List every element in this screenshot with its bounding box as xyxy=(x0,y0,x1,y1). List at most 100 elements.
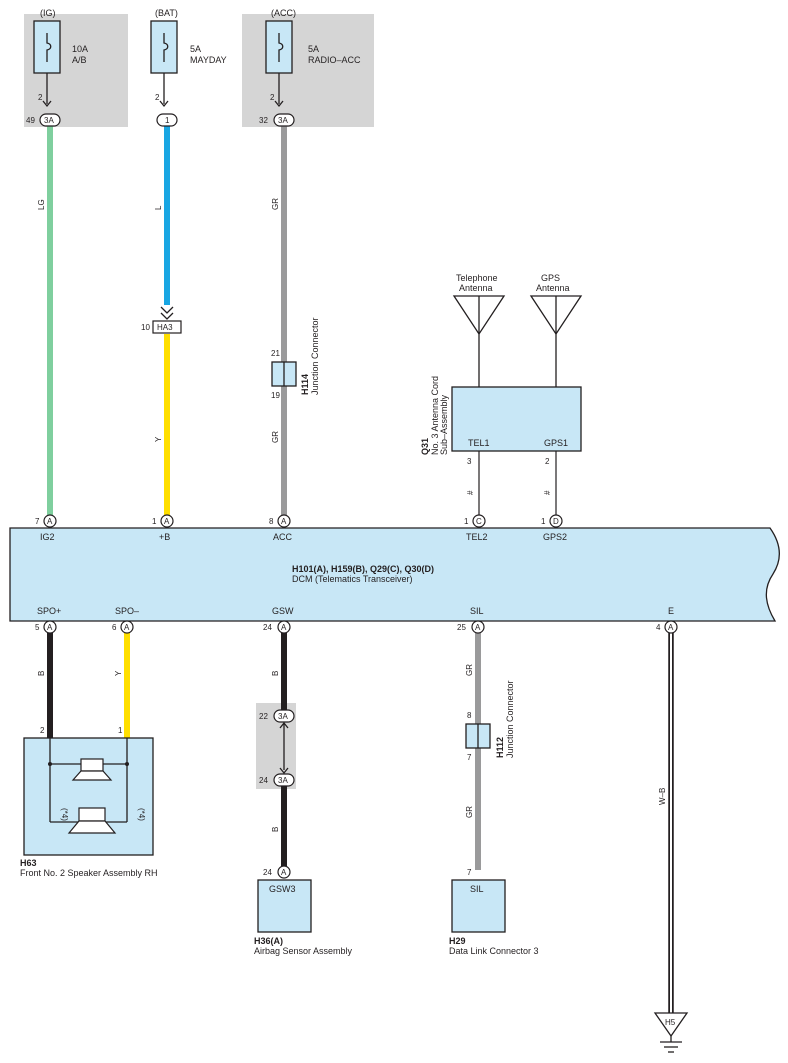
connector-bat-label: 1 xyxy=(165,116,170,125)
h63-pin-left: 2 xyxy=(40,726,45,735)
fuse-ig xyxy=(33,20,61,108)
dcm-bottom-pin-spo-plus-num: 5 xyxy=(35,623,40,632)
wire-label-ig: LG xyxy=(37,199,46,210)
h114-pin-bottom: 19 xyxy=(271,391,280,400)
wire-label-sil2: GR xyxy=(465,806,474,818)
h29-code: H29 xyxy=(449,936,466,946)
h29-data-link-connector xyxy=(451,879,506,933)
dcm-top-pin-b-conn: A xyxy=(164,517,170,526)
h112-pin-bottom: 7 xyxy=(467,753,472,762)
dcm-bottom-pin-spo-minus-conn: A xyxy=(124,623,130,632)
dcm-bottom-pin-e-num: 4 xyxy=(656,623,661,632)
dcm-bottom-pin-gsw-num: 24 xyxy=(263,623,272,632)
dcm-top-pin-tel2-num: 1 xyxy=(464,517,469,526)
q31-name-1: No. 3 Antenna Cord xyxy=(430,376,440,455)
dcm-bottom-pin-spo-plus-label: SPO+ xyxy=(37,606,61,616)
connector-bat xyxy=(156,113,178,127)
wire-label-acc: GR xyxy=(271,198,280,210)
dcm-bottom-pin-e-conn: A xyxy=(668,623,674,632)
gsw-connector-arrows-icon xyxy=(279,721,289,775)
fuse-pin-ig: 2 xyxy=(38,93,43,102)
fuse-bat xyxy=(150,20,178,108)
dcm-top-pin-ig2-num: 7 xyxy=(35,517,40,526)
h36-code: H36(A) xyxy=(254,936,283,946)
h114-pin-top: 21 xyxy=(271,349,280,358)
dcm-bottom-pin-spo-minus: SPO– A 6 xyxy=(112,606,139,634)
wire-label-gsw: B xyxy=(271,671,280,676)
dcm-top-pin-b-label: +B xyxy=(159,532,170,542)
h36-pin-connector xyxy=(277,865,291,879)
fuse-name-acc: RADIO–ACC xyxy=(308,55,361,65)
wires xyxy=(47,126,674,1013)
h29-label: SIL xyxy=(470,884,484,894)
connector-acc-label: 3A xyxy=(278,116,288,125)
ground-icon xyxy=(653,1012,689,1053)
fuse-name-ig: A/B xyxy=(72,55,87,65)
dcm-top-pin-gps2-label: GPS2 xyxy=(543,532,567,542)
power-source-acc: (ACC) xyxy=(271,8,296,18)
wire-label-spo-minus: Y xyxy=(114,670,123,676)
h63-note-left: (*4) xyxy=(60,808,69,821)
q31-gps-pin: 2 xyxy=(545,457,550,466)
fuse-pin-acc: 2 xyxy=(270,93,275,102)
dcm-bottom-pin-sil-num: 25 xyxy=(457,623,466,632)
dcm-top-pin-ig2-label: IG2 xyxy=(40,532,55,542)
q31-code: Q31 xyxy=(420,438,430,455)
gsw-connector-bottom xyxy=(273,773,295,787)
wire-label-bat2: Y xyxy=(154,436,163,442)
ha3-arrow xyxy=(160,306,174,320)
dcm-bottom-pin-gsw: GSW A 24 xyxy=(263,606,294,634)
dcm-bottom-pin-spo-minus-label: SPO– xyxy=(115,606,139,616)
dcm-top-pin-gps2: D 1 GPS2 xyxy=(541,514,567,542)
gps-antenna-label-1: GPS xyxy=(541,273,560,283)
ha3-label: HA3 xyxy=(157,323,173,332)
wire-label-gsw2: B xyxy=(271,827,280,832)
dcm-subtitle: DCM (Telematics Transceiver) xyxy=(292,574,413,584)
h29-pin: 7 xyxy=(467,868,472,877)
wire-label-bat: L xyxy=(154,205,163,210)
ha3-pin: 10 xyxy=(141,323,150,332)
dcm-bottom-pin-spo-plus: SPO+ A 5 xyxy=(35,606,61,634)
dcm-top-pin-ig2: A 7 IG2 xyxy=(35,514,57,542)
fuse-rating-acc: 5A xyxy=(308,44,319,54)
h36-label: GSW3 xyxy=(269,884,296,894)
q31-antenna-cord xyxy=(451,386,582,452)
dcm-top-pin-tel2-label: TEL2 xyxy=(466,532,488,542)
dcm-title: H101(A), H159(B), Q29(C), Q30(D) xyxy=(292,564,434,574)
dcm-top-pin-tel2-conn: C xyxy=(476,517,482,526)
connector-acc xyxy=(273,113,295,127)
dcm-top-pin-acc-label: ACC xyxy=(273,532,293,542)
telephone-antenna-label-1: Telephone xyxy=(456,273,498,283)
dcm-top-pin-acc-num: 8 xyxy=(269,517,274,526)
dcm-top-pin-tel2: C 1 TEL2 xyxy=(464,514,488,542)
h63-name: Front No. 2 Speaker Assembly RH xyxy=(20,868,158,878)
h63-pin-right: 1 xyxy=(118,726,123,735)
gsw-connector-bottom-pin: 24 xyxy=(259,776,268,785)
wire-label-tel: # xyxy=(466,490,475,495)
connector-ig xyxy=(39,113,61,127)
gps-antenna-label-2: Antenna xyxy=(536,283,570,293)
power-source-bat: (BAT) xyxy=(155,8,178,18)
dcm-top-pin-b: A 1 +B xyxy=(152,514,174,542)
dcm-top-pin-gps2-num: 1 xyxy=(541,517,546,526)
dcm-bottom-pin-gsw-conn: A xyxy=(281,623,287,632)
telephone-antenna-icon xyxy=(452,295,506,387)
h114-name: Junction Connector xyxy=(310,317,320,395)
connector-ig-pin: 49 xyxy=(26,116,35,125)
dcm-bottom-pin-e-label: E xyxy=(668,606,674,616)
gsw-connector-top-label: 3A xyxy=(278,712,288,721)
q31-gps-label: GPS1 xyxy=(544,438,568,448)
h114-code: H114 xyxy=(300,374,310,395)
dcm-top-pin-gps2-conn: D xyxy=(553,517,559,526)
dcm-top-pin-b-num: 1 xyxy=(152,517,157,526)
speaker-icon xyxy=(48,738,129,834)
h63-code: H63 xyxy=(20,858,37,868)
connector-ig-label: 3A xyxy=(44,116,54,125)
gps-antenna-icon xyxy=(529,295,583,387)
fuse-area-acc xyxy=(242,14,374,127)
h112-code: H112 xyxy=(495,737,505,758)
dcm-bottom-pin-gsw-label: GSW xyxy=(272,606,294,616)
ha3-connector xyxy=(152,320,182,334)
q31-tel-pin: 3 xyxy=(467,457,472,466)
